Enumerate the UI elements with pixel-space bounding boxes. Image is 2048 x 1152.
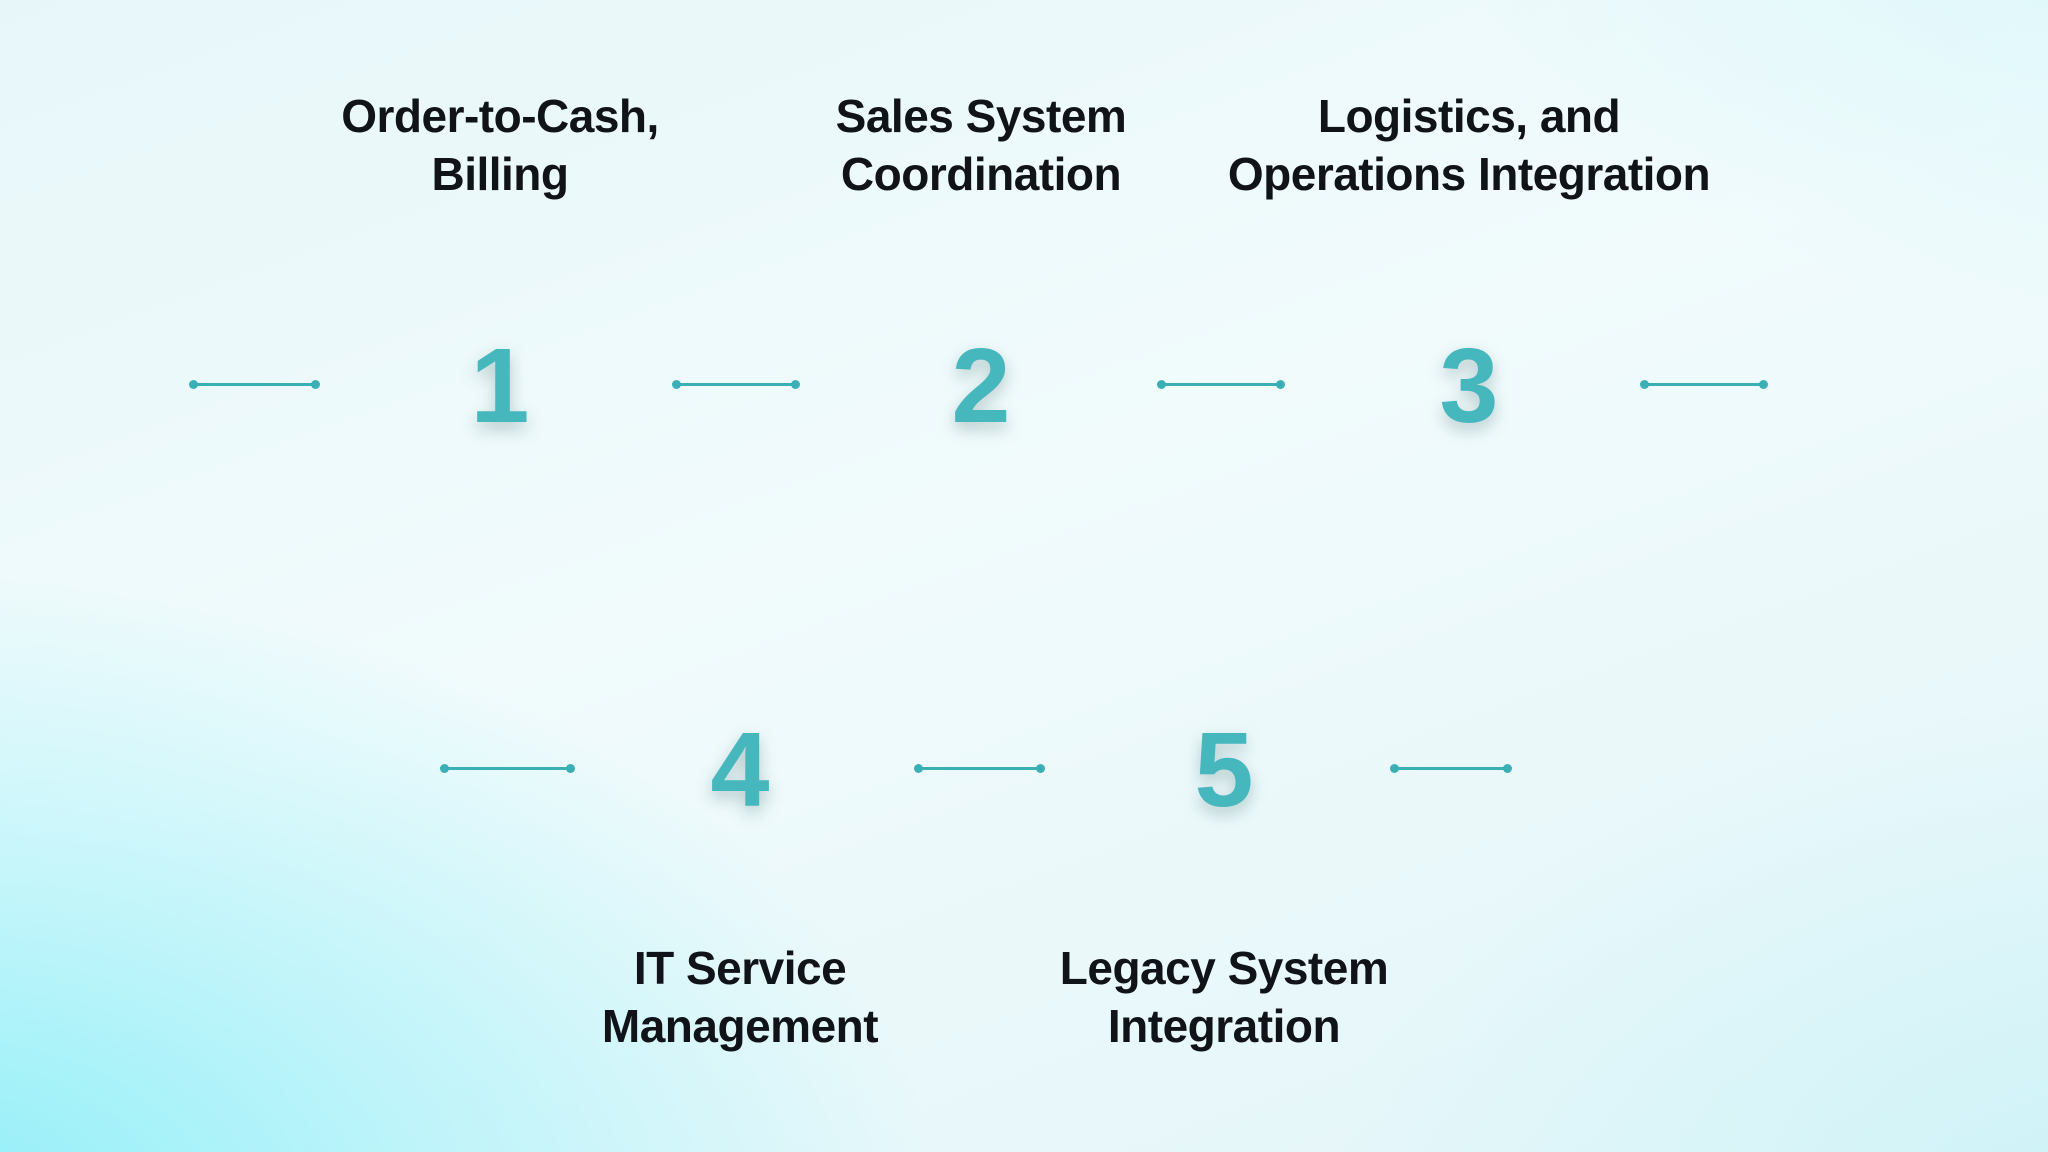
step-3-hexagon: 3 xyxy=(1314,234,1624,534)
connector-step-4-to-5 xyxy=(914,764,1045,773)
step-4-number: 4 xyxy=(711,711,770,829)
connector-left-of-step-4 xyxy=(440,764,575,773)
step-1-number: 1 xyxy=(471,327,530,445)
connector-right-of-step-3 xyxy=(1640,380,1768,389)
connector-dot xyxy=(1503,764,1512,773)
connector-line xyxy=(918,767,1041,770)
step-5-label: Legacy System Integration xyxy=(1059,942,1389,1052)
connector-step-2-to-3 xyxy=(1157,380,1285,389)
connector-dot xyxy=(1036,764,1045,773)
connector-dot xyxy=(1759,380,1768,389)
step-5-hexagon: 5 xyxy=(1069,618,1379,918)
connector-dot xyxy=(311,380,320,389)
connector-step-1-to-2 xyxy=(672,380,800,389)
step-3-label: Logistics, and Operations Integration xyxy=(1227,90,1711,200)
connector-dot xyxy=(1276,380,1285,389)
step-3-number: 3 xyxy=(1440,327,1499,445)
connector-line xyxy=(676,383,796,386)
step-1-label: Order-to-Cash, Billing xyxy=(341,90,659,200)
connector-dot xyxy=(566,764,575,773)
step-4-hexagon: 4 xyxy=(585,618,895,918)
step-2-label: Sales System Coordination xyxy=(835,90,1127,200)
connector-left-of-step-1 xyxy=(189,380,320,389)
connector-line xyxy=(444,767,571,770)
connector-line xyxy=(193,383,316,386)
step-2-hexagon: 2 xyxy=(826,234,1136,534)
step-5-number: 5 xyxy=(1195,711,1254,829)
connector-line xyxy=(1161,383,1281,386)
connector-right-of-step-5 xyxy=(1390,764,1512,773)
step-4-label: IT Service Management xyxy=(601,942,879,1052)
step-1-hexagon: 1 xyxy=(345,234,655,534)
step-2-number: 2 xyxy=(952,327,1011,445)
connector-dot xyxy=(791,380,800,389)
connector-line xyxy=(1644,383,1764,386)
connector-line xyxy=(1394,767,1508,770)
